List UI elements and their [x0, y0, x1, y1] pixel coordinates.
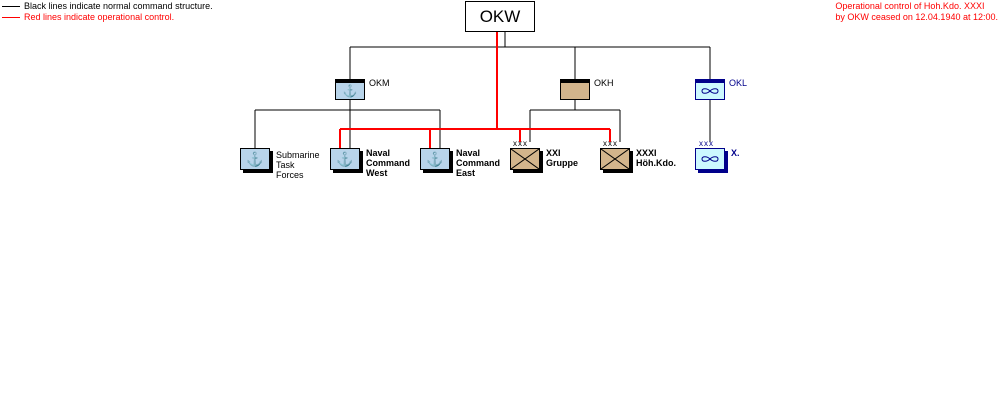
label-line: Task [276, 160, 295, 170]
node-xxxi-hoh-kdo[interactable] [600, 148, 630, 170]
echelon-xxx: xxx [603, 139, 618, 148]
label-line: East [456, 168, 476, 178]
operational-note: Operational control of Hoh.Kdo. XXXI by … [835, 1, 998, 23]
infantry-cross-icon [511, 149, 539, 169]
okw-branch-lines [349, 31, 711, 79]
legend: Black lines indicate normal command stru… [2, 1, 213, 23]
label-line: Gruppe [546, 158, 579, 168]
node-naval-command-east[interactable]: ⚓ [420, 148, 450, 170]
node-xxi-gruppe[interactable] [510, 148, 540, 170]
label-line: Submarine [276, 150, 320, 160]
propeller-icon [701, 88, 719, 94]
propeller-icon [701, 156, 719, 162]
label-line: Command [456, 158, 501, 168]
node-naval-command-west[interactable]: ⚓ [330, 148, 360, 170]
operational-control-lines [339, 31, 611, 148]
anchor-icon: ⚓ [246, 151, 264, 167]
okm-branch-lines [254, 100, 441, 148]
label-line: Command [366, 158, 411, 168]
okh-label: OKH [594, 78, 614, 88]
node-okh[interactable] [560, 79, 590, 100]
infantry-cross-icon [601, 149, 629, 169]
label-line: Höh.Kdo. [636, 158, 676, 168]
okl-label: OKL [729, 78, 748, 88]
node-submarine-task-forces[interactable]: ⚓ [240, 148, 270, 170]
label-line: XXXI [636, 148, 657, 158]
anchor-icon: ⚓ [342, 84, 358, 98]
label-line: XXI [546, 148, 561, 158]
node-okw[interactable]: OKW [465, 1, 535, 32]
label-line: Naval [366, 148, 391, 158]
anchor-icon: ⚓ [336, 151, 354, 167]
label-line: West [366, 168, 388, 178]
legend-black: Black lines indicate normal command stru… [24, 1, 213, 11]
node-okm[interactable]: ⚓ [335, 79, 365, 100]
note-line2: by OKW ceased on 12.04.1940 at 12:00. [835, 12, 998, 22]
legend-red: Red lines indicate operational control. [24, 12, 175, 22]
anchor-icon: ⚓ [426, 151, 444, 167]
label-line: Naval [456, 148, 481, 158]
note-line1: Operational control of Hoh.Kdo. XXXI [835, 1, 985, 11]
node-okl[interactable] [695, 79, 725, 100]
echelon-xxx: xxx [513, 139, 528, 148]
node-x-corps[interactable] [695, 148, 725, 170]
label-line: Forces [276, 170, 304, 180]
okm-label: OKM [369, 78, 390, 88]
echelon-xxx: xxx [699, 139, 714, 148]
okh-branch-lines [529, 100, 621, 142]
x-label: X. [731, 148, 740, 158]
